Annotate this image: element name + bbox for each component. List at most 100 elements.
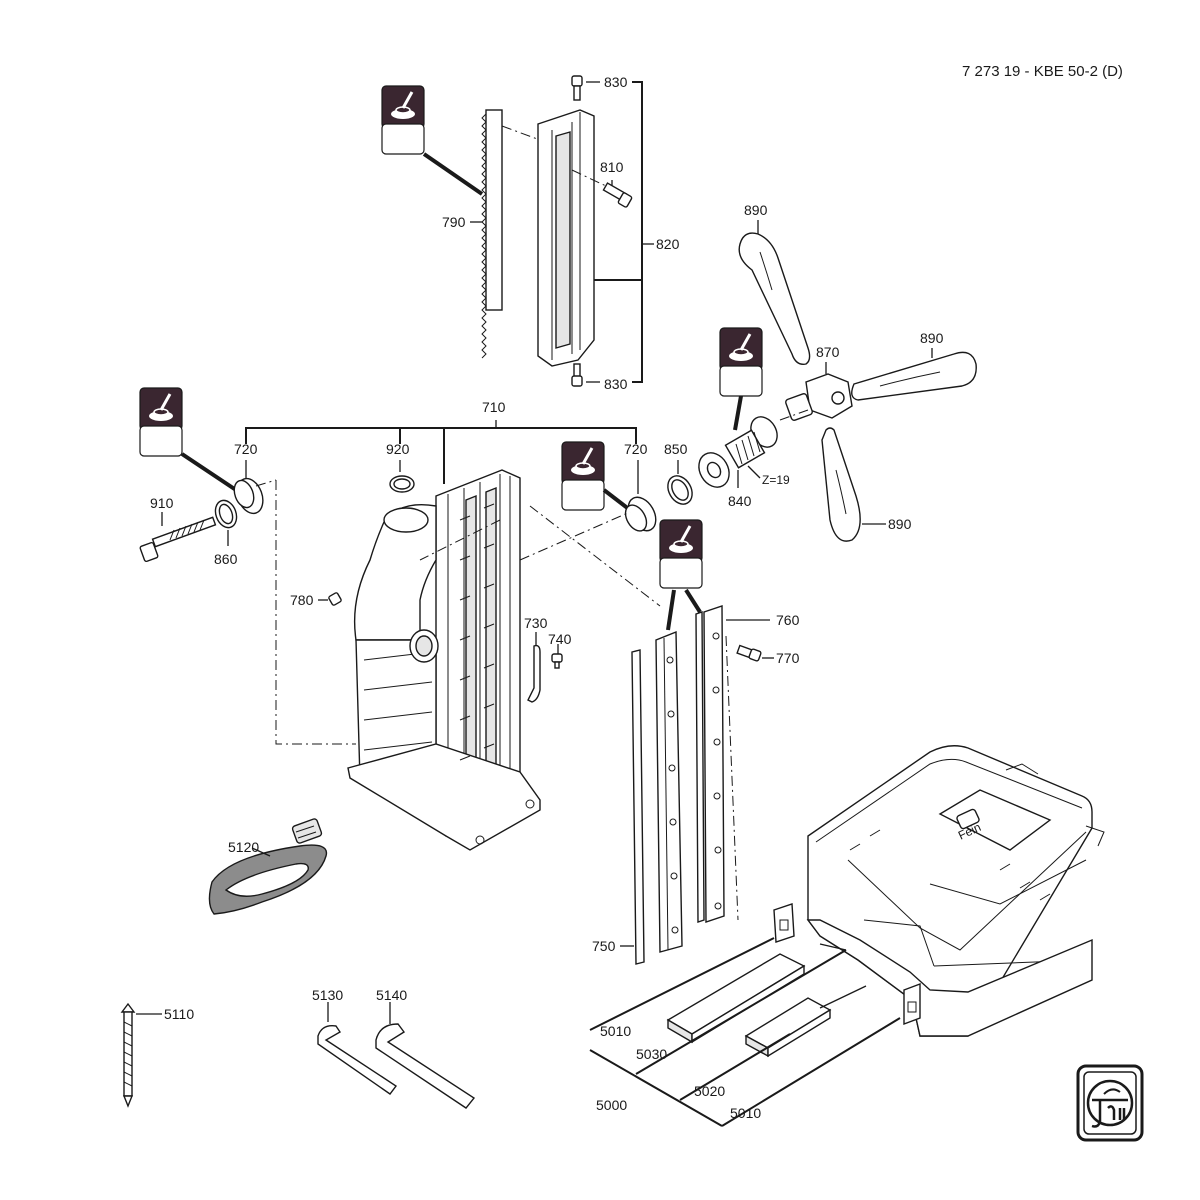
badge-pointer (733, 395, 743, 431)
label-740: 740 (548, 631, 572, 647)
leader (501, 125, 541, 141)
screw-770 (736, 644, 762, 662)
badge-pointer (602, 488, 632, 512)
foam-insert-5030 (666, 953, 806, 1044)
assembly-line (419, 519, 501, 561)
bracket-820 (632, 81, 643, 383)
latch-left (773, 903, 795, 943)
bracket-5000 (635, 949, 847, 1075)
rack-790 (481, 109, 503, 359)
shaft-840 (698, 416, 778, 488)
leader (571, 169, 607, 187)
label-5130: 5130 (312, 987, 343, 1003)
label-910: 910 (150, 495, 174, 511)
case-base (806, 919, 1093, 1037)
label-830-bottom: 830 (604, 376, 628, 392)
label-890-bottom: 890 (888, 516, 912, 532)
label-5120: 5120 (228, 839, 259, 855)
handle-890-top (738, 232, 811, 365)
pin-5110 (120, 1002, 136, 1108)
grease-badge-icon (139, 387, 183, 457)
oring-850 (667, 475, 693, 505)
rail-left (655, 630, 683, 953)
label-850: 850 (664, 441, 688, 457)
grease-badge-icon (381, 85, 425, 155)
foam-insert-5020 (744, 997, 832, 1058)
label-920: 920 (386, 441, 410, 457)
hex-key-5140 (375, 1023, 476, 1109)
label-890-top: 890 (744, 202, 768, 218)
strip-750 (631, 649, 645, 965)
label-770: 770 (776, 650, 800, 666)
column-820 (537, 109, 595, 367)
label-810: 810 (600, 159, 624, 175)
label-5140: 5140 (376, 987, 407, 1003)
bracket-5000 (721, 1017, 901, 1127)
grease-badge-icon (659, 519, 703, 589)
label-840: 840 (728, 493, 752, 509)
handle-890-bottom (821, 427, 861, 542)
fein-logo-icon (1076, 1064, 1144, 1142)
bushing-720-left (233, 477, 264, 515)
label-830-top: 830 (604, 74, 628, 90)
label-5030: 5030 (636, 1046, 667, 1062)
hub-870 (785, 373, 853, 421)
label-720-right: 720 (624, 441, 648, 457)
bracket-5000 (819, 943, 847, 951)
assembly-line (519, 511, 631, 561)
badge-pointer (180, 452, 238, 492)
bracket-5000 (589, 937, 775, 1031)
stand-body-710 (347, 469, 541, 851)
screw-830-bottom (571, 363, 583, 387)
label-780: 780 (290, 592, 314, 608)
bracket-5000 (819, 985, 867, 1009)
bracket-710 (245, 427, 637, 444)
assembly-line (725, 635, 739, 921)
grease-badge-icon (561, 441, 605, 511)
assembly-line (255, 479, 277, 487)
label-5020: 5020 (694, 1083, 725, 1099)
label-860: 860 (214, 551, 238, 567)
label-710: 710 (482, 399, 506, 415)
assembly-line (529, 505, 661, 607)
spring-ring-860 (214, 499, 238, 529)
label-5010-top: 5010 (600, 1023, 631, 1039)
label-z19: Z=19 (762, 473, 790, 487)
label-750: 750 (592, 938, 616, 954)
label-820: 820 (656, 236, 680, 252)
bushing-720-right (624, 496, 657, 532)
badge-pointer (666, 589, 676, 631)
label-5000: 5000 (596, 1097, 627, 1113)
label-720-left: 720 (234, 441, 258, 457)
latch-right (903, 982, 921, 1026)
badge-pointer (422, 152, 484, 196)
label-870: 870 (816, 344, 840, 360)
bolt-910 (139, 516, 217, 563)
label-5110: 5110 (164, 1006, 194, 1022)
label-730: 730 (524, 615, 548, 631)
assembly-line (275, 480, 356, 745)
label-760: 760 (776, 612, 800, 628)
screw-830-top (571, 75, 583, 101)
badge-pointer (684, 588, 702, 614)
spring-clip-730 (527, 644, 541, 703)
bracket-5000 (679, 1033, 791, 1101)
handle-890-right (851, 351, 977, 401)
oring-920 (389, 475, 415, 493)
grease-badge-icon (719, 327, 763, 397)
document-number: 7 273 19 - KBE 50-2 (D) (962, 63, 1123, 80)
label-790: 790 (442, 214, 466, 230)
strap-5120 (208, 818, 328, 915)
grub-screw-780 (328, 592, 342, 606)
screw-740 (551, 653, 563, 669)
label-890-right: 890 (920, 330, 944, 346)
bracket-5000 (589, 1049, 723, 1127)
leader (779, 409, 809, 421)
label-5010-bottom: 5010 (730, 1105, 761, 1121)
rail-right-760 (695, 605, 725, 923)
leader (747, 465, 761, 479)
hex-key-5130 (317, 1025, 398, 1095)
screw-810 (602, 182, 633, 208)
leader (251, 847, 271, 857)
